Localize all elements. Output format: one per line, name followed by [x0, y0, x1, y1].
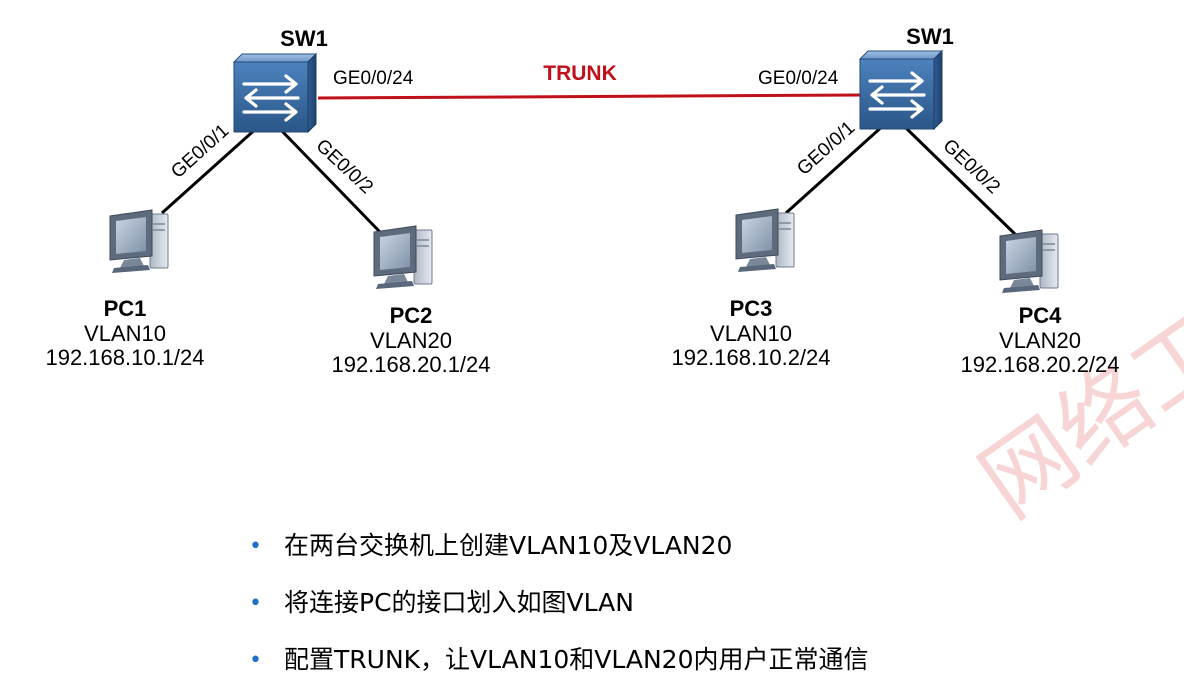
bullet-icon: •: [249, 534, 262, 559]
pc-info-pc4: PC4 VLAN20 192.168.20.2/24: [935, 303, 1145, 378]
bullet-icon: •: [249, 648, 262, 673]
task-list: • 在两台交换机上创建VLAN10及VLAN20 • 将连接PC的接口划入如图V…: [247, 528, 868, 699]
port-label: GE0/0/1: [167, 120, 233, 182]
pc-vlan: VLAN10: [710, 320, 792, 346]
pc-info-pc2: PC2 VLAN20 192.168.20.1/24: [306, 303, 516, 378]
switch-icon: [858, 49, 944, 131]
pc-ip: 192.168.20.2/24: [960, 352, 1120, 378]
trunk-label: TRUNK: [543, 62, 617, 85]
pc-vlan: VLAN20: [999, 327, 1081, 353]
link-sw1-pc1: [160, 124, 261, 215]
task-item: • 将连接PC的接口划入如图VLAN: [247, 585, 868, 642]
port-label: GE0/0/2: [312, 135, 377, 198]
pc-icon: [109, 209, 169, 274]
switch-label: SW1: [280, 26, 328, 51]
pc-name: PC4: [1018, 303, 1062, 328]
port-label: GE0/0/2: [939, 135, 1004, 198]
bullet-icon: •: [249, 591, 262, 616]
pc-info-pc3: PC3 VLAN10 192.168.10.2/24: [646, 296, 856, 371]
switch-label: SW1: [906, 24, 954, 49]
pc-ip: 192.168.10.2/24: [671, 345, 831, 371]
port-label: GE0/0/1: [793, 117, 859, 179]
link-sw1-pc2: [277, 126, 382, 234]
pc-info-pc1: PC1 VLAN10 192.168.10.1/24: [20, 296, 230, 371]
link-sw2-pc4: [904, 126, 1019, 238]
pc-ip: 192.168.10.1/24: [45, 345, 205, 371]
pc-icon: [373, 225, 433, 290]
pc-icon: [735, 208, 795, 273]
trunk-link: [317, 93, 863, 100]
pc-name: PC2: [389, 303, 433, 328]
task-item: • 配置TRUNK，让VLAN10和VLAN20内用户正常通信: [247, 642, 868, 699]
pc-vlan: VLAN10: [84, 320, 166, 346]
link-sw2-pc3: [784, 122, 887, 215]
port-label: GE0/0/24: [333, 68, 414, 89]
pc-icon: [999, 229, 1059, 294]
port-label: GE0/0/24: [758, 68, 839, 89]
pc-name: PC1: [103, 296, 147, 321]
pc-ip: 192.168.20.1/24: [331, 352, 491, 378]
task-text: 在两台交换机上创建VLAN10及VLAN20: [284, 531, 733, 560]
switch-icon: [232, 52, 318, 134]
pc-vlan: VLAN20: [370, 327, 452, 353]
task-text: 将连接PC的接口划入如图VLAN: [284, 588, 634, 617]
task-text: 配置TRUNK，让VLAN10和VLAN20内用户正常通信: [284, 645, 869, 674]
task-item: • 在两台交换机上创建VLAN10及VLAN20: [247, 528, 868, 585]
pc-name: PC3: [729, 296, 773, 321]
